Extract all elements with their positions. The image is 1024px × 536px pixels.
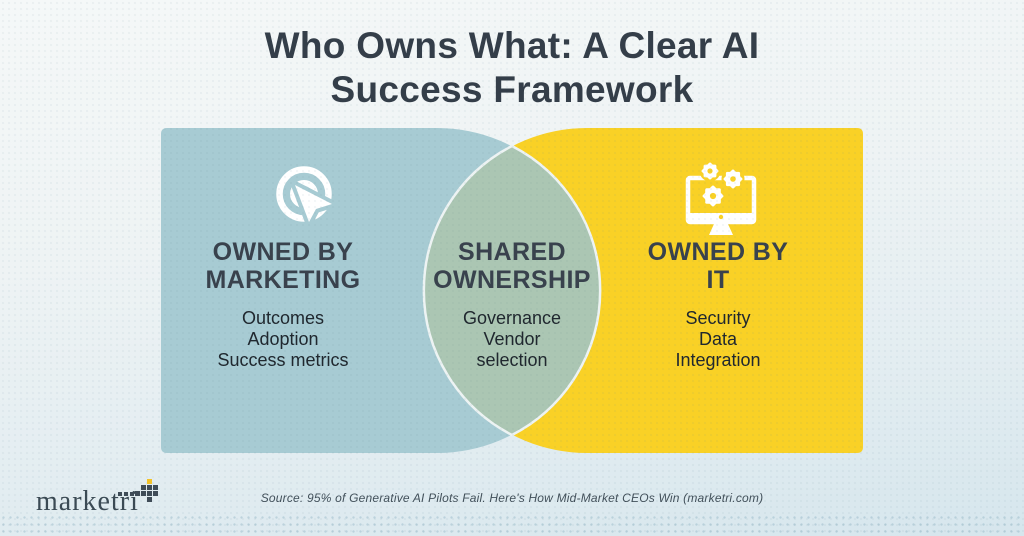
- list-item: Success metrics: [217, 350, 349, 370]
- marketing-heading-line1: OWNED BY: [212, 238, 354, 266]
- it-heading-line2: IT: [706, 266, 730, 294]
- list-item: Outcomes: [241, 308, 325, 328]
- gear-icon: [700, 183, 726, 209]
- monitor-gears-icon: [685, 160, 757, 235]
- it-items: Security Data Integration: [608, 308, 828, 371]
- source-citation: Source: 95% of Generative AI Pilots Fail…: [260, 491, 764, 505]
- list-item: Data: [698, 329, 738, 349]
- marketing-heading: OWNED BY MARKETING: [173, 238, 393, 294]
- shared-heading-line2: OWNERSHIP: [433, 266, 591, 294]
- list-item: Security: [685, 308, 751, 328]
- it-heading: OWNED BY IT: [608, 238, 828, 294]
- marketri-logo-text: marketri: [36, 486, 139, 517]
- list-item: Governance: [462, 308, 562, 328]
- marketing-heading-line2: MARKETING: [205, 266, 361, 294]
- marketing-items: Outcomes Adoption Success metrics: [173, 308, 393, 371]
- marketing-column: OWNED BY MARKETING Outcomes Adoption Suc…: [173, 238, 393, 371]
- it-column: OWNED BY IT Security Data Integration: [608, 238, 828, 371]
- gear-icon: [699, 160, 721, 182]
- page-title: Who Owns What: A Clear AI Success Framew…: [0, 24, 1024, 111]
- click-target-icon: [276, 166, 336, 226]
- it-heading-line1: OWNED BY: [647, 238, 789, 266]
- shared-heading: SHARED OWNERSHIP: [427, 238, 597, 294]
- list-item: Vendor selection: [476, 329, 548, 370]
- marketri-logo-mark-icon: [118, 479, 158, 502]
- shared-heading-line1: SHARED: [458, 238, 566, 266]
- shared-items: Governance Vendor selection: [456, 308, 568, 371]
- shared-column: SHARED OWNERSHIP Governance Vendor selec…: [427, 238, 597, 371]
- list-item: Integration: [675, 350, 761, 370]
- shared-region: [422, 144, 602, 437]
- page-title-line2: Success Framework: [330, 68, 694, 110]
- gear-icon: [721, 167, 745, 191]
- page-title-line1: Who Owns What: A Clear AI: [264, 25, 760, 66]
- list-item: Adoption: [247, 329, 319, 349]
